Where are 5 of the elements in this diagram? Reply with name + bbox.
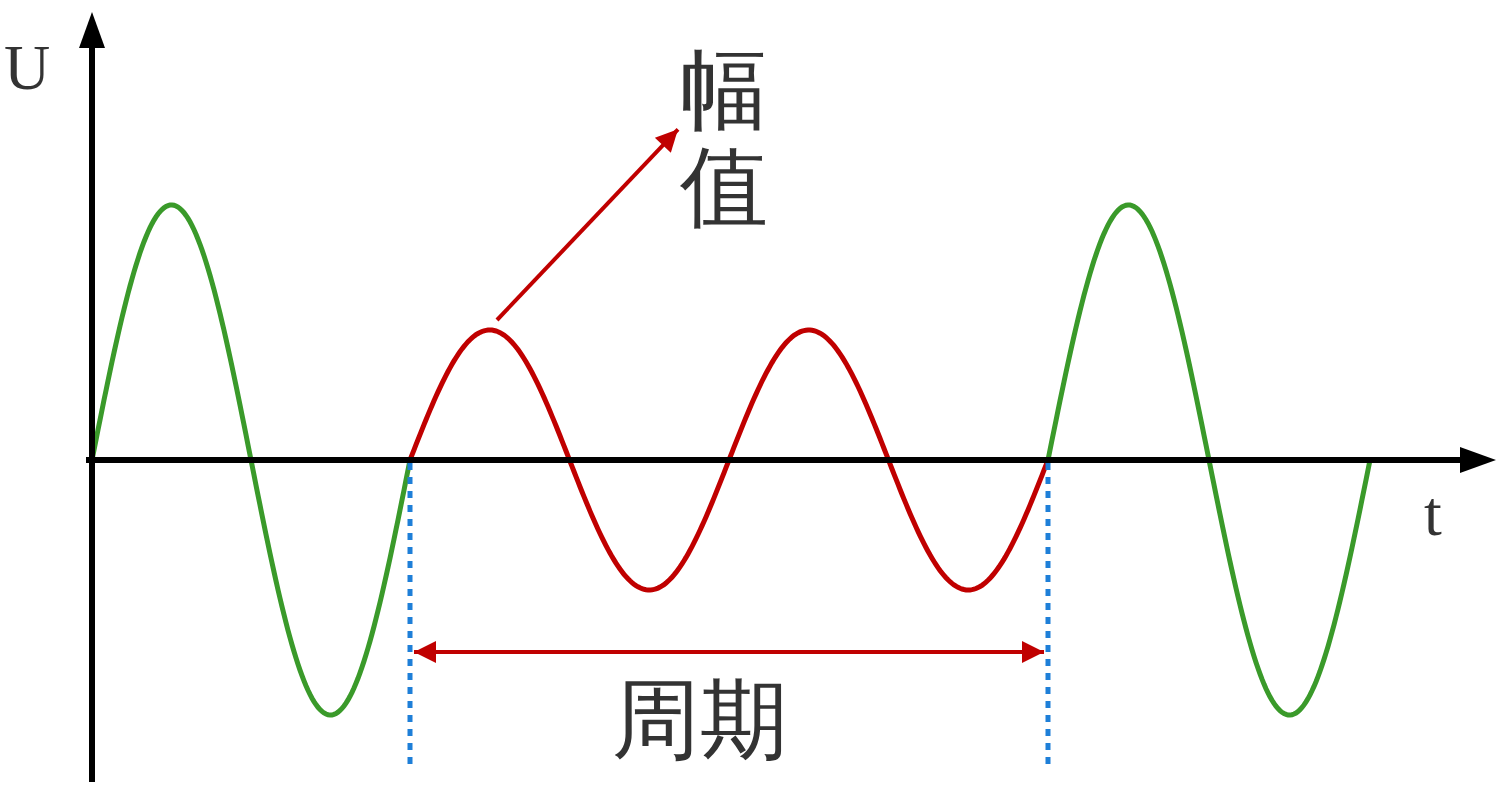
vertical-label: 幅值 (680, 42, 768, 236)
dimension-label: 周期 (612, 676, 788, 764)
leader-arrow (495, 127, 680, 322)
axis-label: U (4, 36, 51, 100)
axis-label: t (1424, 482, 1442, 546)
